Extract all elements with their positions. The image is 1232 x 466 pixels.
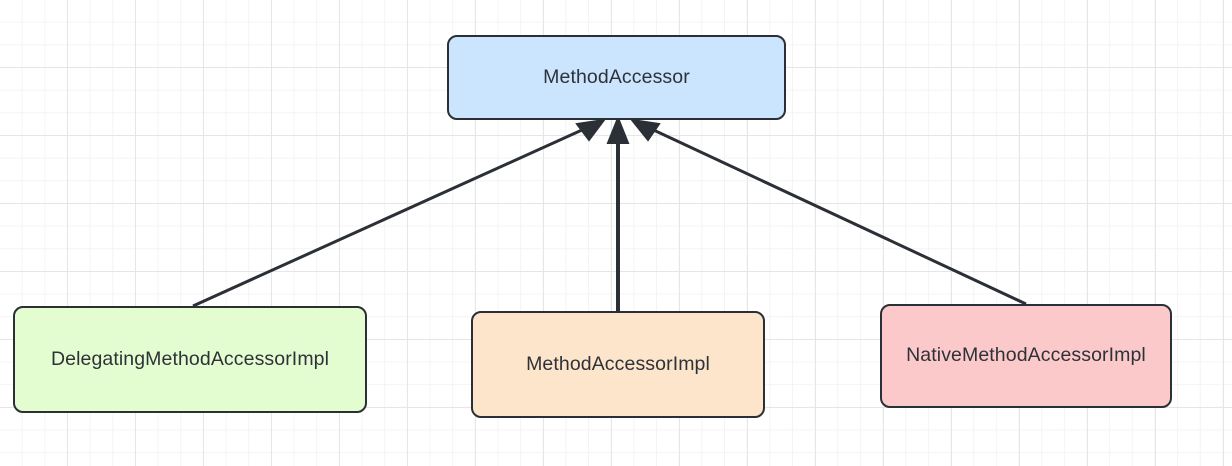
arrowhead-filled-triangle — [606, 115, 630, 144]
class-node-label: DelegatingMethodAccessorImpl — [50, 347, 330, 370]
edge-native-to-method-accessor — [629, 118, 1027, 306]
class-node-label: MethodAccessor — [543, 65, 690, 88]
class-node-delegating-method-accessor-impl[interactable]: DelegatingMethodAccessorImpl — [13, 306, 367, 413]
class-node-method-accessor-impl[interactable]: MethodAccessorImpl — [471, 311, 765, 418]
arrowhead-filled-triangle — [629, 118, 661, 142]
edge-method-accessor-impl-to-method-accessor — [606, 115, 630, 311]
edge-line — [192, 123, 594, 308]
class-node-native-method-accessor-impl[interactable]: NativeMethodAccessorImpl — [880, 304, 1172, 408]
class-node-method-accessor[interactable]: MethodAccessor — [447, 35, 786, 120]
class-node-label: NativeMethodAccessorImpl — [906, 344, 1146, 367]
class-node-label: MethodAccessorImpl — [526, 352, 710, 375]
edge-line — [644, 124, 1027, 306]
arrowhead-filled-triangle — [575, 118, 607, 142]
edge-delegating-to-method-accessor — [192, 118, 607, 308]
